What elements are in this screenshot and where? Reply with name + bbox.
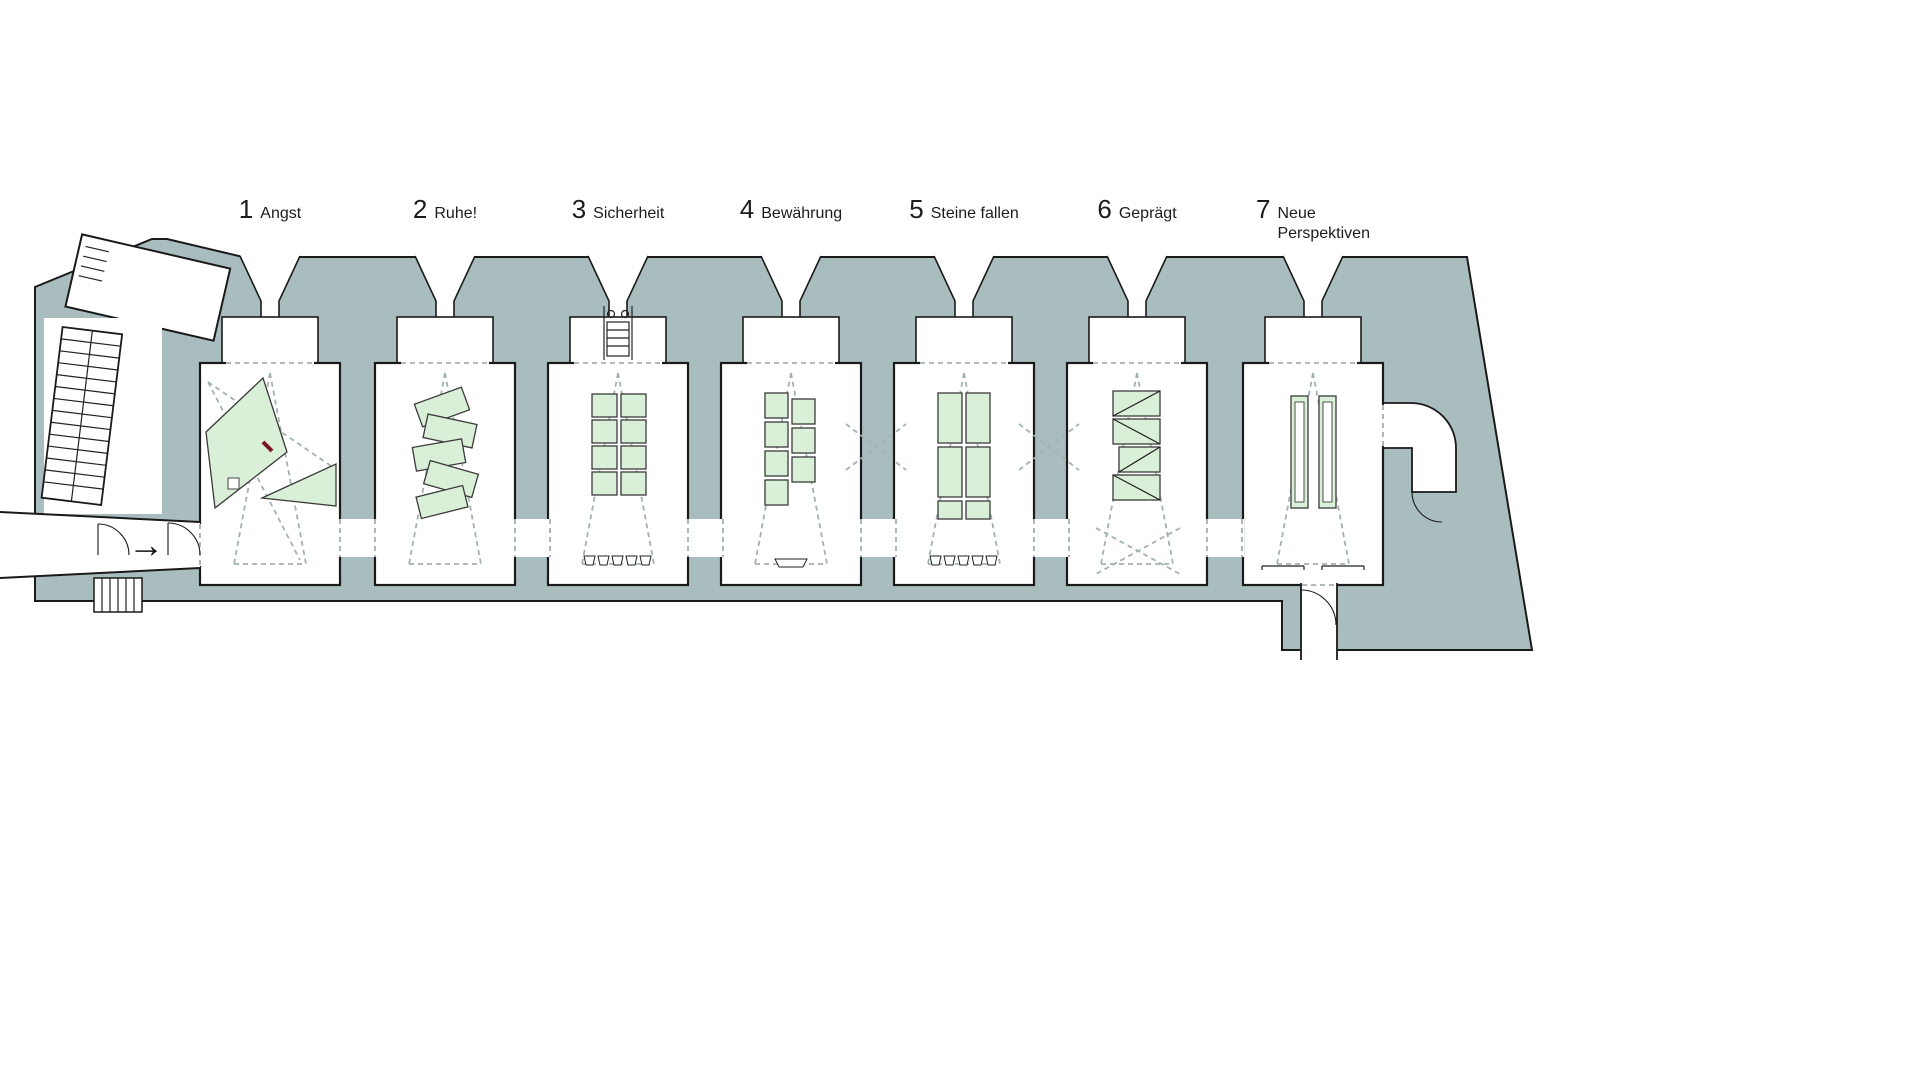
room-label-5: 5 Steine fallen [879,196,1049,224]
room-number: 7 [1256,194,1271,224]
entrance-corridor: → [0,511,202,579]
room-name: Geprägt [1118,205,1177,222]
exhibit-bewaehrung-grid [764,392,816,568]
sightline-x-5-6 [1018,423,1080,471]
room-label-4: 4 Bewährung [706,196,876,224]
room-label-6: 6 Geprägt [1052,196,1222,224]
room-number: 1 [238,194,254,224]
entrance-arrow-icon: → [128,524,164,565]
bench-row-room3 [583,555,652,566]
room-name: Ruhe! [434,205,478,222]
elbow-corridor [1381,402,1457,523]
main-staircase [40,325,124,507]
room-number: 3 [571,194,587,224]
room-number: 4 [739,194,755,224]
sightline-x-4-5 [845,423,907,471]
exhibit-gepraegt-panels [1112,390,1161,501]
room-name: Sicherheit [593,205,665,222]
room-name: Steine fallen [930,205,1019,222]
room-name: Bewährung [761,205,843,222]
exhibit-steine-grid [937,392,991,520]
exhibit-perspektiven-panels [1261,395,1365,570]
exit-corridor [1300,583,1338,660]
room-number: 2 [412,194,428,224]
exhibit-angst-panels [205,376,337,561]
red-marker [261,440,274,453]
exit-door-icon [1300,589,1337,626]
exhibit-ruhe-stack [411,386,480,520]
exhibit-sicherheit-grid [591,393,647,496]
room-label-7: 7 Neue Perspektiven [1228,196,1398,244]
room-number: 5 [909,194,924,224]
elbow-door-icon [1411,491,1443,523]
room-label-1: 1 Angst [185,196,355,224]
exterior-stairs [93,577,143,613]
room-label-3: 3 Sicherheit [533,196,703,224]
bench-row-room5 [929,555,998,566]
room-label-2: 2 Ruhe! [360,196,530,224]
room-name: Neue Perspektiven [1277,205,1370,242]
entrance-door-icon [97,522,201,556]
room-name: Angst [260,205,302,222]
sightline-x-room6 [1095,527,1181,575]
room-number: 6 [1097,194,1112,224]
hoist-icon [603,306,633,360]
